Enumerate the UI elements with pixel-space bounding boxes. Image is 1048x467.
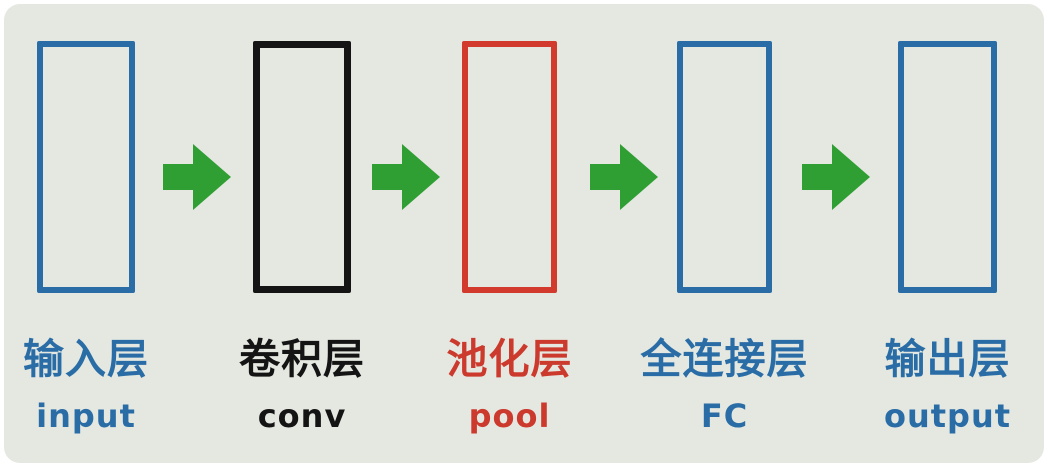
- arrow-right-glyph: [802, 144, 870, 210]
- pool-layer-box: [462, 41, 557, 293]
- arrow-right-glyph: [372, 144, 440, 210]
- arrow-right-glyph: [590, 144, 658, 210]
- output-layer-label-en: output: [883, 397, 1012, 435]
- conv-layer-box: [253, 41, 351, 293]
- fc-layer-box: [677, 41, 772, 293]
- layer-column-pool: 池化层 pool: [447, 0, 572, 467]
- conv-layer-label-zh: 卷积层: [239, 335, 365, 383]
- layer-column-input: 输入层 input: [23, 0, 148, 467]
- pool-layer-label-en: pool: [468, 397, 551, 435]
- diagram-panel: [4, 4, 1044, 463]
- input-layer-box: [37, 41, 135, 293]
- conv-layer-label-en: conv: [257, 397, 347, 435]
- fc-layer-label-zh: 全连接层: [640, 335, 809, 383]
- fc-layer-label-en: FC: [700, 397, 749, 435]
- layer-column-fc: 全连接层 FC: [641, 0, 808, 467]
- arrow-right-icon-4: [802, 144, 870, 210]
- arrow-right-icon-3: [590, 144, 658, 210]
- layer-column-output: 输出层 output: [884, 0, 1010, 467]
- output-layer-box: [898, 41, 997, 293]
- input-layer-label-en: input: [36, 397, 136, 435]
- arrow-right-icon-2: [372, 144, 440, 210]
- arrow-right-glyph: [163, 144, 231, 210]
- input-layer-label-zh: 输入层: [23, 335, 149, 383]
- layer-column-conv: 卷积层 conv: [239, 0, 364, 467]
- pool-layer-label-zh: 池化层: [446, 335, 573, 383]
- output-layer-label-zh: 输出层: [884, 335, 1011, 383]
- arrow-right-icon-1: [163, 144, 231, 210]
